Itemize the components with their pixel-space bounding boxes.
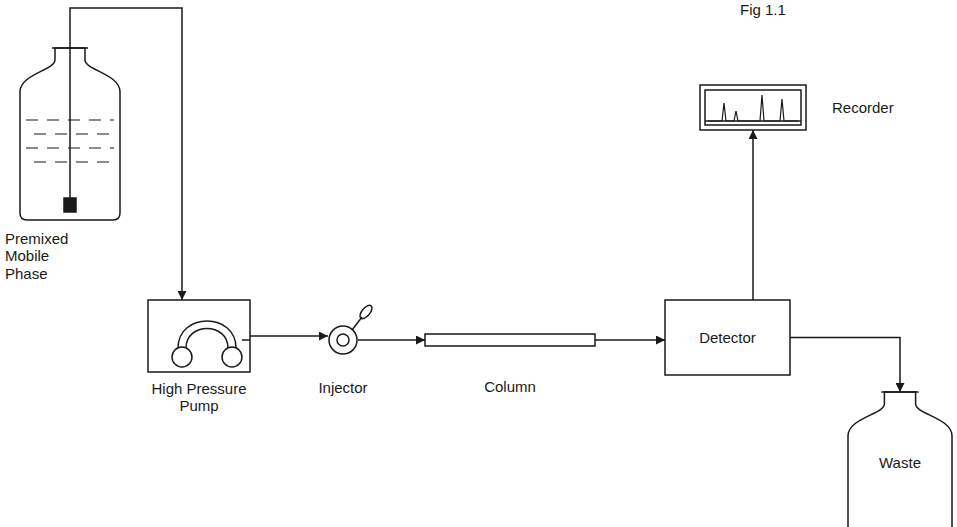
flow-arrow: [250, 335, 328, 337]
recorder-outline: [700, 85, 806, 130]
component-label: Column: [484, 378, 536, 395]
box-node: Detector: [665, 300, 790, 375]
flow-arrow: [358, 339, 425, 341]
pump-node: High Pressure Pump: [148, 300, 250, 372]
bottle-outline: [20, 48, 120, 220]
flow-arrow: [752, 130, 754, 300]
column-outline: [425, 334, 595, 346]
bottle-node: Premixed Mobile Phase: [20, 48, 120, 220]
injector-outline: [328, 325, 358, 355]
figure-title: Fig 1.1: [740, 1, 786, 18]
waste-node: Waste: [848, 392, 952, 527]
pump-outline: [148, 300, 250, 372]
recorder-node: Recorder: [700, 85, 806, 130]
column-node: Column: [425, 334, 595, 346]
flow-arrow: [790, 338, 900, 393]
component-label: Premixed Mobile Phase: [5, 230, 68, 282]
injector-node: Injector: [328, 325, 358, 355]
component-label: High Pressure Pump: [143, 380, 255, 415]
component-label: Recorder: [832, 99, 894, 116]
flow-arrow: [595, 339, 665, 341]
component-label: Detector: [699, 329, 756, 346]
component-label: Waste: [879, 454, 921, 471]
component-label: Injector: [318, 379, 367, 396]
